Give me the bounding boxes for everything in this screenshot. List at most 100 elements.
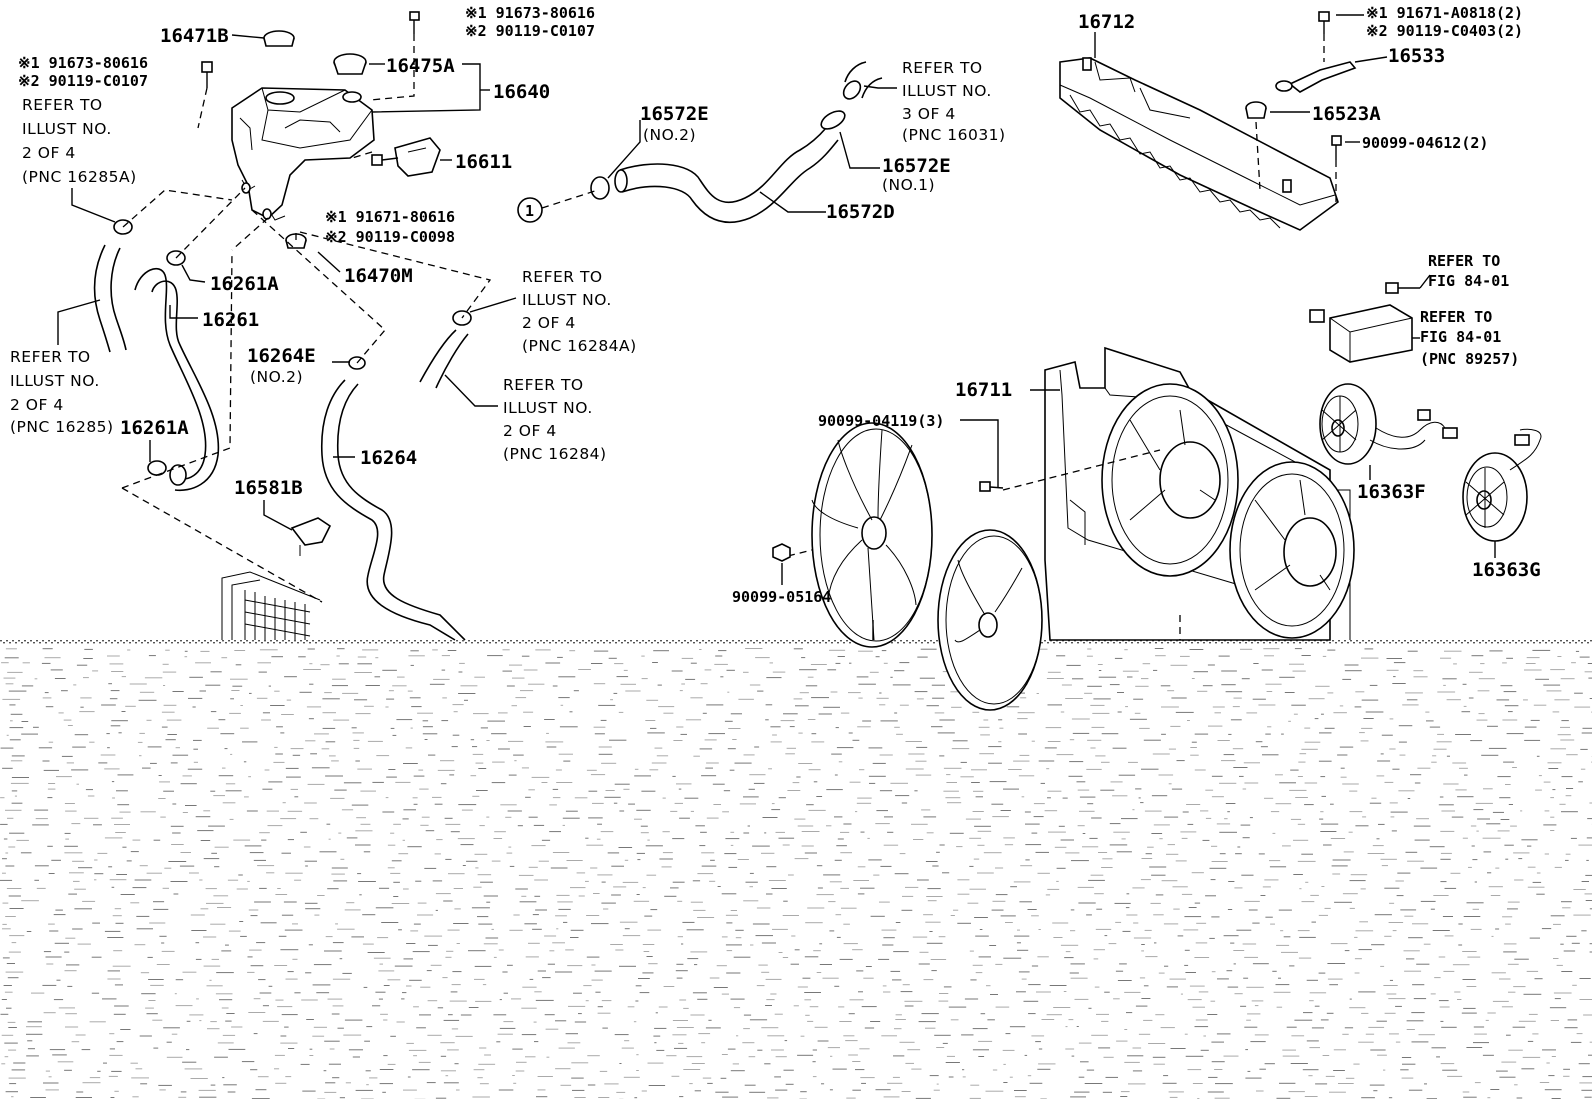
fan-motor-16363F <box>1319 383 1458 465</box>
label-16572E-top-sub: (NO.2) <box>643 126 696 144</box>
fan-motor-16363G <box>1462 428 1542 542</box>
ref-text: 2 OF 4 <box>22 144 76 162</box>
label-16264E: 16264E <box>247 345 316 367</box>
radiator-corner <box>221 571 321 640</box>
cap-16471B <box>263 30 295 47</box>
fan-blade-small <box>937 529 1043 711</box>
label-16261A-top: 16261A <box>210 273 279 295</box>
hose-16264 <box>320 379 466 641</box>
label-16264E-sub: (NO.2) <box>250 368 303 386</box>
note-2-line-1: ※1 91673-80616 <box>18 54 148 72</box>
ref-text: REFER TO <box>1420 308 1492 326</box>
note-1-line-2: ※2 90119-C0107 <box>465 22 595 40</box>
ref-text: (PNC 16285) <box>10 418 114 436</box>
label-90099-05164: 90099-05164 <box>732 588 831 606</box>
note-1-line-1: ※1 91673-80616 <box>465 4 595 22</box>
ref-text: (PNC 16285A) <box>22 168 137 186</box>
ref-text: (PNC 89257) <box>1420 350 1519 368</box>
ref-text: (PNC 16284) <box>503 445 607 463</box>
note-4-line-2: ※2 90119-C0403(2) <box>1366 22 1523 40</box>
bolt-icon <box>409 11 420 34</box>
guide-lines-left <box>121 34 492 603</box>
label-16363F: 16363F <box>1357 481 1426 503</box>
leader-lines-relay <box>1412 274 1431 339</box>
label-16640: 16640 <box>493 81 550 103</box>
ref-text: REFER TO <box>902 59 983 77</box>
note-3-line-2: ※2 90119-C0098 <box>325 228 455 246</box>
bolt-icon <box>201 61 213 88</box>
screw-icon <box>979 481 1004 492</box>
note-4-line-1: ※1 91671-A0818(2) <box>1366 4 1523 22</box>
circle-1-label: 1 <box>525 202 534 220</box>
ref-text: FIG 84-01 <box>1420 328 1501 346</box>
label-16470M: 16470M <box>344 265 413 287</box>
label-16475A: 16475A <box>386 55 455 77</box>
ref-text: REFER TO <box>1428 252 1500 270</box>
label-16261A-bottom: 16261A <box>120 417 189 439</box>
label-16523A: 16523A <box>1312 103 1381 125</box>
bracket-16581B <box>290 517 332 556</box>
label-16712: 16712 <box>1078 11 1135 33</box>
circle-marker: 1 <box>517 197 543 223</box>
ref-block-16284A: REFER TO ILLUST NO. 2 OF 4 (PNC 16284A) <box>522 268 637 355</box>
hose-16572D <box>590 61 883 223</box>
label-90099-04119: 90099-04119(3) <box>818 412 944 430</box>
cap-16475A <box>333 53 367 75</box>
note-labels: ※1 91673-80616 ※2 90119-C0107 ※1 91673-8… <box>18 4 1523 246</box>
ref-text: ILLUST NO. <box>522 291 612 309</box>
leader-lines-mid <box>541 85 897 213</box>
label-16533: 16533 <box>1388 45 1445 67</box>
ref-text: 2 OF 4 <box>10 396 64 414</box>
ref-text: (PNC 16031) <box>902 126 1006 144</box>
reference-notes: REFER TO ILLUST NO. 2 OF 4 (PNC 16285A) … <box>10 59 1519 463</box>
bolt-icon <box>1318 11 1342 160</box>
ref-text: ILLUST NO. <box>902 82 992 100</box>
grommet-16523A <box>1245 101 1267 119</box>
ref-text: FIG 84-01 <box>1428 272 1509 290</box>
ref-text: 2 OF 4 <box>503 422 557 440</box>
leader-fan <box>781 563 874 640</box>
fan-shroud-16711 <box>1044 346 1355 641</box>
leader-lines-right-top <box>1094 14 1388 202</box>
ref-block-16285A: REFER TO ILLUST NO. 2 OF 4 (PNC 16285A) <box>22 96 137 186</box>
note-3-line-1: ※1 91671-80616 <box>325 208 455 226</box>
hose-16261 <box>134 267 220 492</box>
scan-noise-band <box>0 640 1592 1099</box>
reservoir-tank <box>231 87 375 221</box>
label-16581B: 16581B <box>234 477 303 499</box>
shroud-upper-16712 <box>1059 57 1339 231</box>
ref-text: 2 OF 4 <box>522 314 576 332</box>
ref-block-16285: REFER TO ILLUST NO. 2 OF 4 (PNC 16285) <box>10 348 114 436</box>
hose-16285 <box>93 244 127 353</box>
hose-16284A <box>419 329 469 389</box>
bracket-16611 <box>371 137 441 177</box>
bracket-16533 <box>1275 61 1357 93</box>
ref-text: REFER TO <box>522 268 603 286</box>
label-16264: 16264 <box>360 447 417 469</box>
note-2-line-2: ※2 90119-C0107 <box>18 72 148 90</box>
nut-icon <box>772 543 791 562</box>
fan-blade-large <box>811 422 933 648</box>
ref-block-fig-84-01-a: REFER TO FIG 84-01 <box>1428 252 1509 290</box>
part-labels: 16471B 16475A 16640 16611 16261A 16261 1… <box>120 11 1541 606</box>
ref-text: (PNC 16284A) <box>522 337 637 355</box>
ref-text: 3 OF 4 <box>902 105 956 123</box>
ref-text: REFER TO <box>503 376 584 394</box>
ref-text: ILLUST NO. <box>10 372 100 390</box>
ref-text: REFER TO <box>22 96 103 114</box>
label-16572E-mid-sub: (NO.1) <box>882 176 935 194</box>
label-16363G: 16363G <box>1472 559 1541 581</box>
ref-text: ILLUST NO. <box>22 120 112 138</box>
ref-block-16031: REFER TO ILLUST NO. 3 OF 4 (PNC 16031) <box>902 59 1006 144</box>
label-16572E-mid: 16572E <box>882 155 951 177</box>
label-16471B: 16471B <box>160 25 229 47</box>
label-16711: 16711 <box>955 379 1012 401</box>
label-16572D: 16572D <box>826 201 895 223</box>
relay-module <box>1309 282 1420 363</box>
label-16572E-top: 16572E <box>640 103 709 125</box>
label-90099-04612: 90099-04612(2) <box>1362 134 1488 152</box>
ref-text: ILLUST NO. <box>503 399 593 417</box>
ref-block-16284: REFER TO ILLUST NO. 2 OF 4 (PNC 16284) <box>503 376 607 463</box>
ref-text: REFER TO <box>10 348 91 366</box>
